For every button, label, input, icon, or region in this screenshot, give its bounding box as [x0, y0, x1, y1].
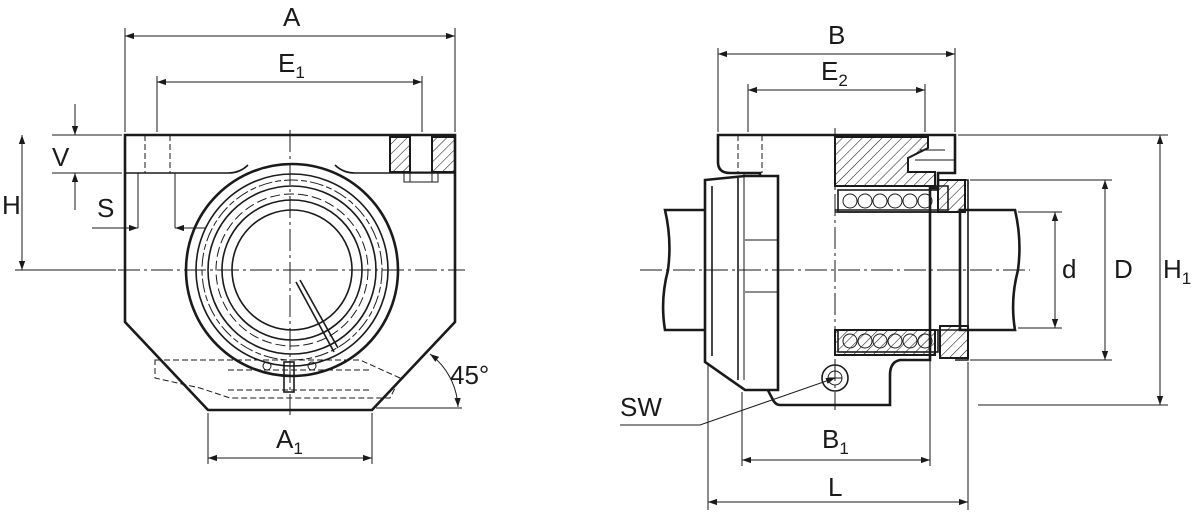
side-left-endcap [703, 174, 780, 392]
label-H1: H1 [1163, 254, 1191, 288]
label-D: D [1114, 254, 1133, 284]
dimension-E2 [747, 84, 926, 132]
side-left-endcap-chamfer [745, 239, 778, 293]
dimension-H1 [958, 134, 1168, 406]
dimension-45-degree [376, 353, 462, 409]
label-E2: E2 [821, 56, 848, 90]
dimension-B1 [741, 360, 931, 466]
dimension-SW-leader [620, 377, 836, 426]
side-right-cap [955, 179, 969, 361]
dimension-D [970, 179, 1112, 361]
dimension-H [15, 135, 116, 271]
side-left-endcap-inner [711, 178, 739, 380]
label-angle: 45° [450, 360, 489, 390]
front-right-bolt-section [389, 136, 456, 183]
side-upper-section [834, 136, 966, 213]
side-lower-section [834, 325, 969, 359]
dimension-L [707, 362, 969, 510]
front-slot-line-2 [299, 279, 339, 349]
dimension-E1 [156, 76, 423, 132]
label-SW: SW [620, 392, 662, 422]
label-V: V [52, 142, 70, 172]
dimension-A [124, 28, 456, 132]
dimension-V [52, 104, 122, 210]
front-flange-line [125, 164, 455, 174]
front-bottom-hidden-feature [154, 359, 401, 399]
side-view: B E2 d D H1 SW B1 L [620, 20, 1191, 510]
front-left-bolt-hole [137, 135, 176, 228]
side-bore-edges [835, 211, 960, 331]
front-view: A E1 V H S 45° A1 [2, 2, 489, 464]
label-A: A [283, 2, 301, 32]
label-B: B [828, 20, 845, 50]
label-H: H [2, 190, 21, 220]
dimension-d [1018, 211, 1062, 329]
side-bolt-hole [737, 135, 763, 380]
label-B1: B1 [822, 424, 849, 458]
dimension-B [717, 48, 956, 132]
dimension-A1 [207, 413, 373, 464]
label-A1: A1 [276, 424, 303, 458]
label-L: L [828, 472, 842, 502]
label-d: d [1062, 254, 1076, 284]
label-E1: E1 [278, 48, 305, 82]
label-S: S [97, 193, 114, 223]
front-slot-line [295, 281, 335, 353]
